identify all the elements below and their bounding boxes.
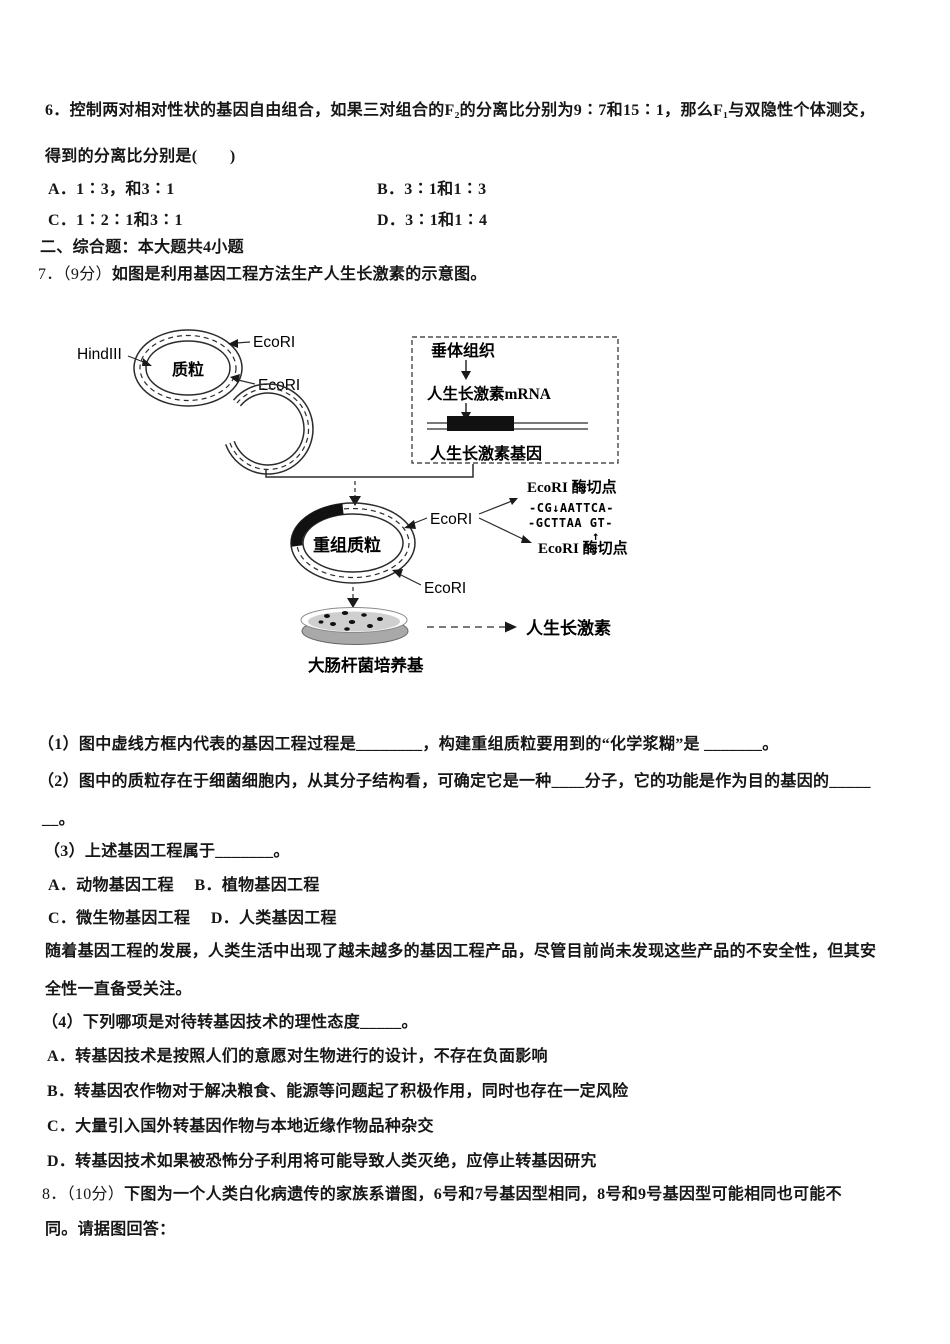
question7-number: 7．（9分） — [38, 266, 112, 283]
hindiii-arrowhead-icon — [142, 358, 152, 366]
sequence-bottom: -GCTTAA GT- — [528, 516, 613, 530]
question6-line1: 6．控制两对相对性状的基因自由组合，如果三对组合的F₂的分离比分别为9∶7和15… — [45, 100, 875, 122]
plasmid-inner-ring — [145, 340, 231, 396]
q6-option-d: D．3∶1和1∶4 — [377, 212, 488, 229]
q6-option-a: A．1∶3，和3∶1 — [48, 181, 175, 198]
ecori-recomb-lower-label: EcoRI — [424, 580, 466, 597]
inserted-gene-arc — [291, 503, 344, 547]
cutsite-top-label: EcoRI 酶切点 — [527, 478, 617, 496]
pituitary-tissue-label: 垂体组织 — [431, 341, 495, 360]
transform-arrowhead-icon — [347, 598, 359, 608]
cutsite-pointer-upper-line — [478, 500, 513, 515]
question6-line2: 得到的分离比分别是( ) — [45, 148, 236, 165]
recombinant-mid-ring — [296, 507, 410, 579]
gene-engineering-diagram: 质粒 HindIII EcoRI EcoRI 垂体组织 人生长激素mRNA 人生… — [77, 329, 628, 675]
plasmid-outer-ring — [133, 329, 243, 407]
ecori-mid-arrowhead-icon — [230, 374, 240, 383]
question8-line2: 同。请据图回答： — [45, 1221, 176, 1238]
question8-line1: 8．（10分）下图为一个人类白化病遗传的家族系谱图，6号和7号基因型相同，8号和… — [42, 1184, 842, 1206]
hormone-label: 人生长激素 — [526, 618, 611, 638]
plasmid-label: 质粒 — [172, 360, 204, 379]
q7-sub3: （3）上述基因工程属于_______。 — [44, 843, 290, 860]
cut-plasmid-inner-arc — [233, 392, 305, 466]
sequence-top: -CG↓AATTCA- — [529, 501, 614, 515]
q7-sub2: （2）图中的质粒存在于细菌细胞内，从其分子结构看，可确定它是一种____分子，它… — [38, 773, 871, 790]
question6-text: 控制两对相对性状的基因自由组合，如果三对组合的F₂的分离比分别为9∶7和15∶1… — [69, 102, 875, 119]
cutsite-pointer-lower-head-icon — [521, 535, 532, 543]
box-arrow1-head-icon — [461, 371, 471, 380]
ecori-recomb-upper-label: EcoRI — [430, 511, 472, 528]
q7-sub4: （4）下列哪项是对待转基因技术的理性态度_____。 — [42, 1014, 418, 1031]
q7-sub3-options-ab: A．动物基因工程 B．植物基因工程 — [48, 877, 320, 894]
hgh-mrna-label: 人生长激素mRNA — [427, 384, 552, 403]
cutsite-pointer-lower-line — [478, 517, 526, 541]
gene-isolation-dashed-box — [411, 336, 619, 464]
hgh-gene-label: 人生长激素基因 — [430, 444, 542, 463]
connector-line — [265, 464, 474, 478]
ecori-recomb-lower-arrowhead-icon — [392, 569, 403, 578]
q7-sub4-option-c: C．大量引入国外转基因作物与本地近缘作物品种杂交 — [47, 1118, 434, 1135]
question7-intro-text: 如图是利用基因工程方法生产人生长激素的示意图。 — [111, 266, 487, 283]
plasmid-mid-ring — [139, 334, 237, 402]
q6-option-b: B．3∶1和1∶3 — [377, 181, 487, 198]
question6-number: 6． — [45, 102, 70, 119]
question8-number: 8．（10分） — [42, 1186, 125, 1203]
ecoli-medium-label: 大肠杆菌培养基 — [308, 655, 424, 675]
ligation-arrowhead-icon — [349, 496, 361, 506]
q7-sub2-cont: __。 — [42, 811, 75, 828]
question8-text: 下图为一个人类白化病遗传的家族系谱图，6号和7号基因型相同，8号和9号基因型可能… — [124, 1186, 842, 1203]
ecori-top-pointer-line — [235, 341, 251, 344]
q7-sub4-option-d: D．转基因技术如果被恐怖分子利用将可能导致人类灭绝，应停止转基因研宄 — [47, 1153, 597, 1170]
section2-header: 二、综合题：本大题共4小题 — [40, 239, 244, 256]
q7-sub4-option-b: B．转基因农作物对于解决粮食、能源等问题起了积极作用，同时也存在一定风险 — [47, 1083, 629, 1100]
gene-bar — [447, 416, 514, 431]
cut-plasmid-mid-arc — [229, 387, 310, 471]
recombinant-outer-ring — [290, 502, 416, 584]
question7-intro: 7．（9分）如图是利用基因工程方法生产人生长激素的示意图。 — [38, 264, 487, 286]
q7-paragraph-line1: 随着基因工程的发展，人类生活中出现了越未越多的基因工程产品，尽管目前尚未发现这些… — [45, 943, 877, 960]
recombinant-inner-ring — [302, 513, 404, 573]
q7-paragraph-line2: 全性一直备受关注。 — [45, 981, 192, 998]
up-arrow-icon: ↑ — [592, 529, 600, 543]
cutsite-bottom-label: EcoRI 酶切点 — [538, 539, 628, 557]
product-arrowhead-icon — [505, 621, 517, 633]
ecori-top-arrowhead-icon — [228, 339, 238, 348]
ecori-mid-pointer-line — [237, 379, 256, 385]
ecori-recomb-upper-arrowhead-icon — [404, 520, 416, 529]
recombinant-plasmid-label: 重组质粒 — [313, 535, 381, 555]
ecori-top-label: EcoRI — [253, 334, 295, 351]
q7-sub1: （1）图中虚线方框内代表的基因工程过程是________，构建重组质粒要用到的“… — [38, 736, 779, 753]
cut-plasmid-outer-arc — [224, 383, 314, 475]
colony-dots — [318, 611, 383, 631]
q7-sub3-options-cd: C．微生物基因工程 D．人类基因工程 — [48, 910, 337, 927]
q7-sub4-option-a: A．转基因技术是按照人们的意愿对生物进行的设计，不存在负面影响 — [47, 1048, 548, 1065]
cutsite-pointer-upper-head-icon — [509, 498, 518, 505]
ecori-recomb-lower-line — [400, 574, 422, 586]
hindiii-label: HindIII — [77, 346, 122, 363]
q6-option-c: C．1∶2∶1和3∶1 — [48, 212, 183, 229]
